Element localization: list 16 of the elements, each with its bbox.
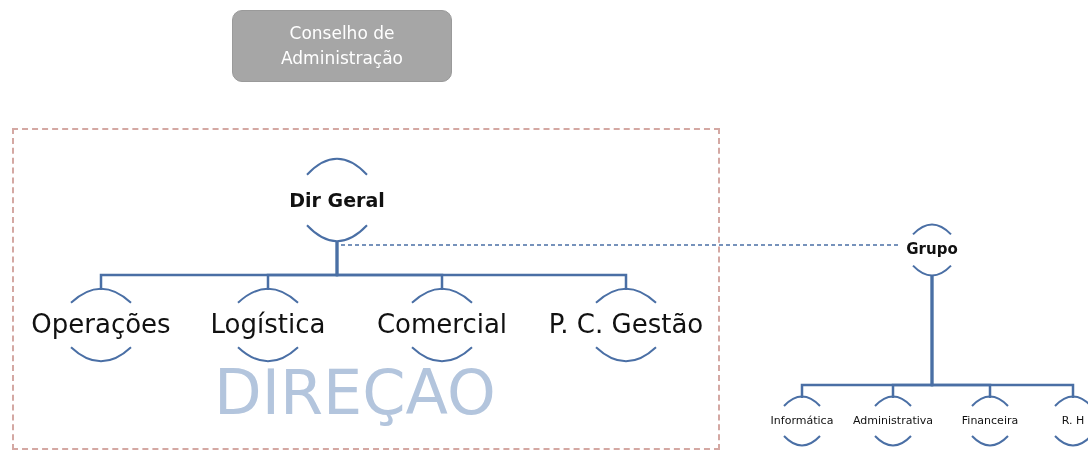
board-box [232, 10, 452, 82]
group-frame [12, 128, 720, 450]
node-label: Financeira [960, 413, 1020, 429]
node-label: R. H [1060, 413, 1086, 429]
watermark-label: DIREÇAO [214, 362, 496, 424]
node-label: P. C. Gestão [547, 308, 705, 342]
node-label: Administrativa [851, 413, 934, 429]
node-label: Logística [209, 308, 327, 342]
node-label: Operações [30, 308, 172, 342]
node-label: Dir Geral [288, 187, 386, 213]
box-label: Conselho de Administração [280, 22, 404, 70]
dashed-connector [336, 241, 901, 246]
node-label: Comercial [375, 308, 509, 342]
connector [930, 276, 1075, 398]
node-label: Grupo [905, 240, 959, 260]
node-label: Informática [769, 413, 835, 429]
